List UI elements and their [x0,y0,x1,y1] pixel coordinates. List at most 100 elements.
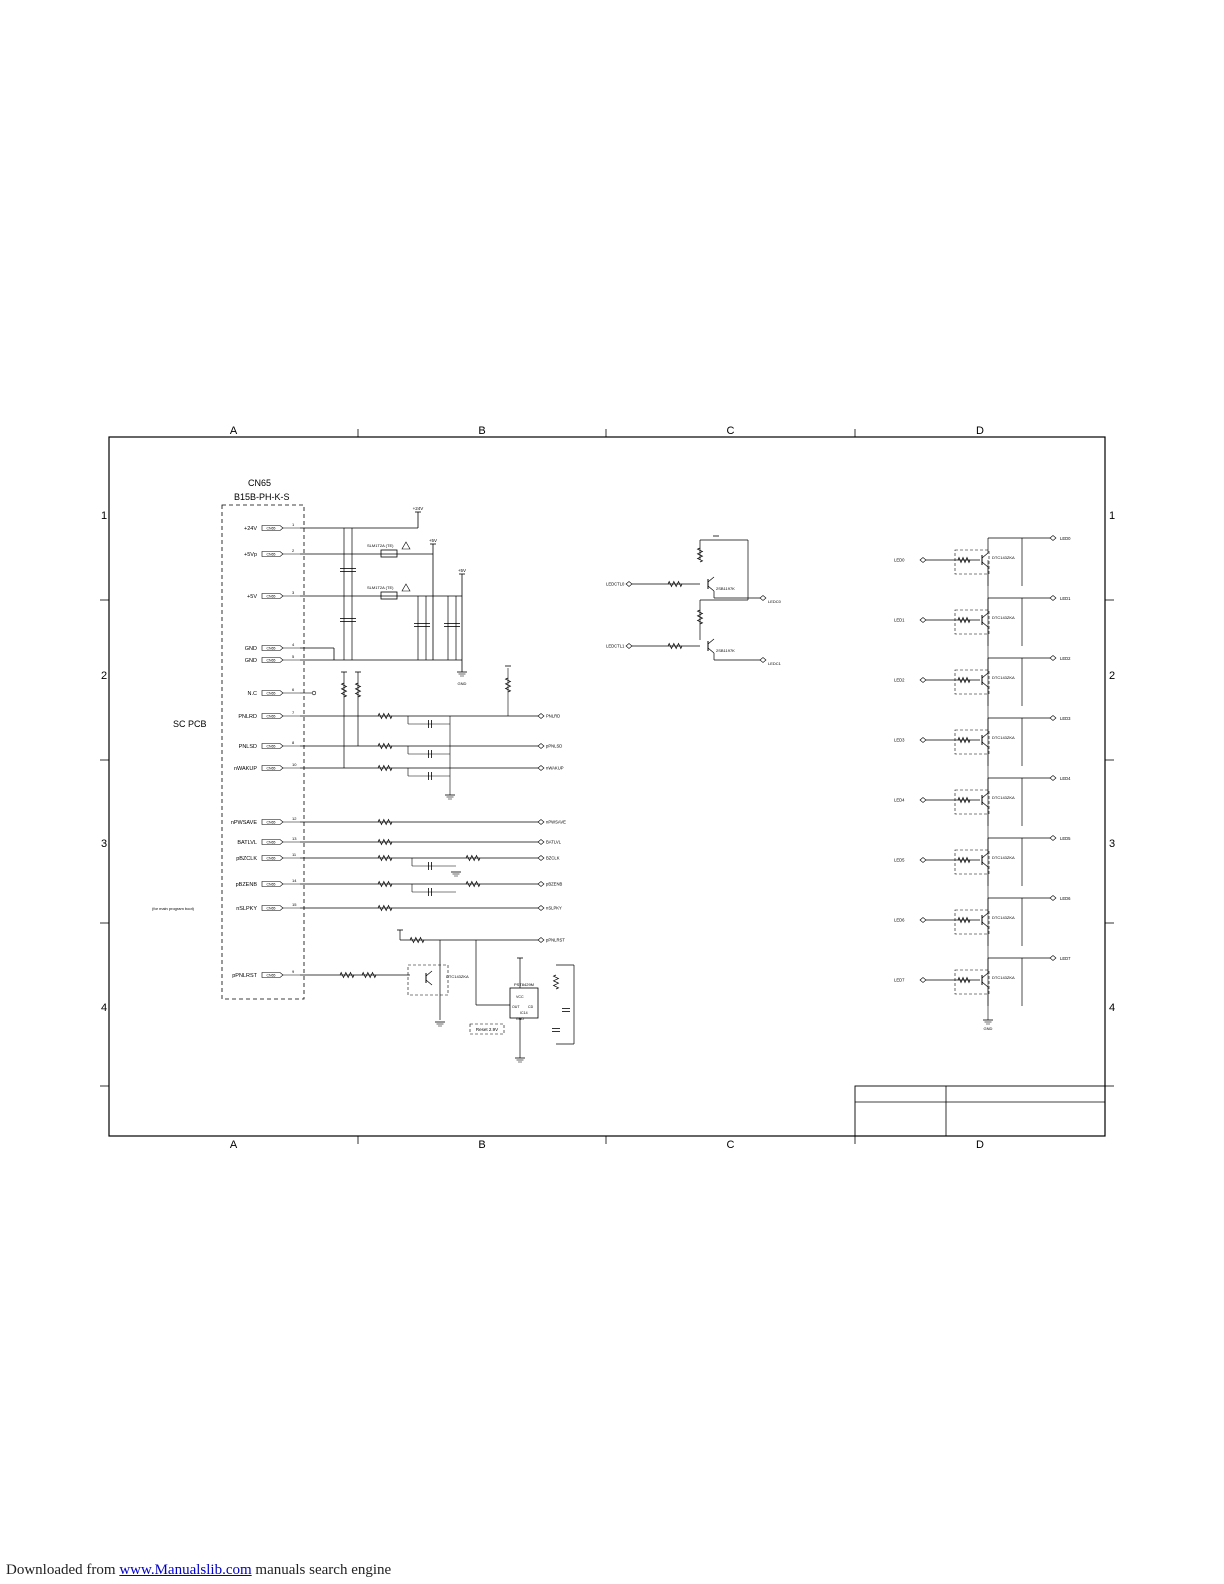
port-symbol [1049,655,1057,661]
port-symbol [1049,955,1057,961]
resistor [465,880,481,888]
grid-row-label-left: 4 [101,1002,107,1014]
resistor [957,916,971,924]
led-output-7: LED7 [1060,956,1071,961]
connector-pin-number: 7 [292,710,295,715]
connector-pin-tag [261,765,284,771]
transistor-collector [981,792,989,799]
led-gnd-label: GND [984,1026,993,1031]
transistor-collector [707,638,715,645]
port-symbol [537,765,545,771]
warning-icon [401,541,411,550]
transistor-collector [981,912,989,919]
connector-pin-tag-text: CN65 [267,821,276,825]
port-symbol [919,677,927,683]
transistor-collector [981,552,989,559]
led-transistor-box [954,609,990,635]
signal-label-pnlrd: PNLRD [546,714,560,719]
connector-pin-name: +5Vp [244,552,257,558]
resistor [377,904,393,912]
transistor-emitter [981,621,989,628]
resistor [957,676,971,684]
reset-transistor-box [407,964,449,996]
led-transistor-label: DTC143ZKA [992,555,1015,560]
title-block-box [854,1085,1106,1137]
grid-row-label-right: 2 [1109,670,1115,682]
transistor-emitter [981,681,989,688]
ledctl-output-1: LEDC1 [768,661,782,666]
signal-label-slpky: nSLPKY [546,906,562,911]
connector-pin-tag-text: CN65 [267,907,276,911]
port-symbol [1049,895,1057,901]
reset-note-box [469,1023,505,1035]
connector-pin-number: 8 [292,740,295,745]
port-symbol [1049,535,1057,541]
fuse-1-label: SLM1T2A (TE) [367,543,394,548]
connector-pin-tag-text: CN65 [267,527,276,531]
grid-column-label-bottom: C [727,1139,735,1151]
port-symbol [537,855,545,861]
power-rail-label: +5V [429,538,437,543]
connector-pin-name: nSLPKY [236,906,257,912]
connector-pin-number: 9 [292,969,295,974]
port-symbol [1049,715,1057,721]
nc-terminal [311,690,317,696]
signal-label-batlvl: BATLVL [546,840,562,845]
connector-pin-tag-text: CN65 [267,974,276,978]
resistor [409,936,425,944]
transistor-emitter [981,801,989,808]
ledctl-output-0: LEDC0 [768,599,782,604]
connector-pin-name: N.C [248,691,258,697]
ledctl-transistor: 2SB1197K [716,586,735,591]
resistor [667,580,683,588]
connector-pin-name: PNLSD [239,744,257,750]
grid-row-label-left: 3 [101,838,107,850]
grid-row-label-left: 1 [101,510,107,522]
grid-column-label-top: B [478,425,485,437]
grid-row-label-right: 1 [1109,510,1115,522]
connector-pin-number: 3 [292,590,295,595]
led-input-2: LED2 [894,678,905,683]
transistor-collector [981,972,989,979]
connector-pin-number: 5 [292,654,295,659]
manualslib-link[interactable]: www.Manualslib.com [119,1562,252,1578]
power-rail-label: +5V [458,568,466,573]
board-label: SC PCB [173,719,207,729]
connector-pin-number: 10 [292,762,297,767]
connector-pin-number: 6 [292,687,295,692]
resistor [377,818,393,826]
footer-prefix: Downloaded from [6,1562,116,1578]
led-transistor-label: DTC143ZKA [992,855,1015,860]
reset-ic-box [509,987,539,1019]
resistor [957,976,971,984]
led-input-4: LED4 [894,798,905,803]
grid-row-label-left: 2 [101,670,107,682]
signal-label-pwsave: nPWSAVE [546,820,566,825]
led-output-5: LED5 [1060,836,1071,841]
outer-frame [108,436,1106,1137]
grid-column-label-top: A [230,425,238,437]
connector-pin-tag-text: CN65 [267,883,276,887]
transistor-emitter [981,981,989,988]
connector-pin-tag-text: CN65 [267,745,276,749]
resistor [552,974,560,990]
footer-suffix: manuals search engine [255,1562,392,1578]
connector-pin-name: PNLRD [238,714,257,720]
fuse-1 [380,549,398,558]
connector-pin-tag [261,743,284,749]
resistor [361,971,377,979]
resistor [957,796,971,804]
reset-ic-part: PST8429M [514,982,534,987]
led-transistor-label: DTC143ZKA [992,795,1015,800]
connector-pin-name: +5V [247,594,257,600]
connector-pin-name: nWAKUP [234,766,257,772]
port-symbol [919,797,927,803]
grid-row-label-right: 3 [1109,838,1115,850]
resistor [377,742,393,750]
connector-pin-tag-text: CN65 [267,767,276,771]
led-input-7: LED7 [894,978,905,983]
title-block [854,1085,1106,1137]
resistor [377,712,393,720]
signal-label-wakup: nWAKUP [546,766,564,771]
